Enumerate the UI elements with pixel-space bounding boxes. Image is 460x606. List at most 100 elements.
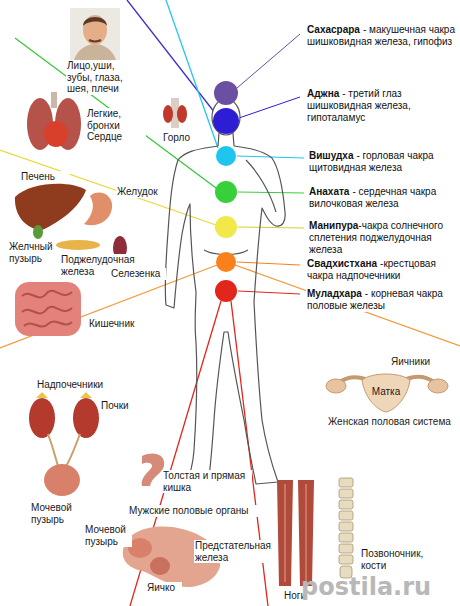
organ-label: Надпочечники — [36, 379, 116, 391]
chakra-circle-part — [216, 146, 236, 166]
organ-label: Кишечник — [88, 318, 148, 330]
intestines-part — [15, 282, 81, 336]
chakra-leader-lines-part — [238, 291, 300, 294]
stomach-part — [56, 240, 100, 250]
organ-label: Горло — [162, 132, 202, 144]
colon-part — [142, 454, 164, 486]
body-outline-part — [246, 160, 276, 212]
body-outline — [165, 99, 285, 487]
chakra-name: Манипура — [309, 220, 358, 231]
kidneys-part — [36, 392, 92, 398]
thyroid-part — [177, 105, 187, 123]
chakra-name: Вишудха — [309, 150, 354, 161]
organ-label: Женская половая система — [327, 416, 457, 428]
chakra-leader-lines-part — [237, 34, 300, 88]
face-photo-part — [70, 8, 120, 60]
body-outline-part — [218, 133, 234, 146]
organ-label: Толстая и прямая кишка — [162, 470, 252, 493]
chakra-name: Сахасрара — [307, 24, 360, 35]
face-photo-part — [89, 40, 101, 42]
chakra-caption: Муладхара- корневая чакра половые железы — [306, 288, 456, 312]
chakra-leader-lines-part — [237, 262, 300, 265]
kidneys-part — [29, 398, 55, 438]
chakra-circle-part — [216, 252, 236, 272]
organ-label: Позвоночник, кости — [360, 548, 436, 571]
chakra-circle — [213, 81, 239, 302]
stomach — [56, 192, 127, 260]
lungs-heart — [27, 92, 81, 150]
chakra-caption: Аджна- третий глаз шишковидная железа, г… — [306, 88, 456, 124]
organ-label: Легкие, бронхи Сердце — [86, 108, 146, 143]
chakra-leader-lines-part — [238, 227, 304, 228]
uterus — [326, 374, 448, 412]
chakra-caption: Анахата- сердечная чакра вилочковая желе… — [308, 186, 456, 210]
spine-part — [339, 522, 353, 531]
organ-label: Лицо,уши, зубы, глаза, шея, плечи — [66, 60, 130, 95]
chakra-leader-lines — [237, 34, 304, 294]
spine-part — [339, 489, 353, 498]
face-photo-part — [74, 44, 116, 60]
organ-label: Яичко — [146, 582, 182, 594]
chakra-circle-part — [214, 81, 238, 105]
chakra-name: Свадхистхана — [307, 258, 377, 269]
stomach-part — [84, 192, 112, 225]
organ-label: Матка — [362, 386, 410, 398]
legs-part — [285, 484, 306, 582]
face-photo-part — [83, 17, 107, 26]
chakra-circle-part — [215, 216, 237, 238]
chakra-leader-lines-part — [239, 97, 300, 118]
liver — [15, 184, 86, 239]
uterus-part — [362, 374, 410, 412]
uterus-part — [326, 379, 346, 393]
liver-part — [33, 225, 43, 239]
lungs-heart-part — [44, 121, 68, 147]
male-organs-part — [150, 557, 170, 575]
face-photo-part — [83, 15, 107, 45]
spine-part — [339, 555, 353, 564]
radiating-lines-part — [127, 0, 215, 113]
organ-label: Яичники — [390, 356, 450, 368]
lungs-heart-part — [51, 92, 57, 108]
chakra-circle-part — [215, 280, 237, 302]
kidneys — [29, 392, 99, 496]
watermark: postila.ru — [300, 574, 456, 600]
radiating-lines-part — [166, 0, 218, 148]
chakra-circle-part — [215, 181, 237, 203]
organ-label: Почки — [100, 400, 140, 412]
chakra-caption: Сахасрара- макушечная чакра шишковидная … — [306, 24, 456, 48]
organ-label: Предстательная железа — [194, 540, 274, 563]
intestines-part — [22, 291, 72, 327]
spine-part — [339, 511, 353, 520]
kidneys-part — [44, 464, 80, 496]
body-outline-part — [165, 146, 285, 487]
organ-label: Мочевой пузырь — [84, 524, 132, 547]
spine-part — [339, 500, 353, 509]
organ-label: Селезенка — [110, 268, 166, 280]
spine-part — [339, 544, 353, 553]
spine-part — [339, 533, 353, 542]
kidneys-part — [73, 398, 99, 438]
liver-part — [15, 184, 86, 230]
thyroid — [163, 98, 187, 128]
legs — [277, 480, 314, 586]
chakra-caption: Вишудха- горловая чакра щитовидная желез… — [308, 150, 456, 174]
kidneys-part — [48, 434, 80, 466]
chakra-name: Анахата — [309, 186, 349, 197]
chakra-name: Муладхара — [307, 288, 362, 299]
face-photo — [70, 8, 120, 60]
organ-label: Мужские половые органы — [128, 505, 258, 517]
colon — [142, 454, 164, 486]
chakra-caption: Свадхистхана-крестцовая чакра надпочечни… — [306, 258, 456, 282]
chakra-name: Аджна — [307, 88, 339, 99]
uterus-part — [428, 379, 448, 393]
organ-label: Желчный пузырь — [8, 241, 56, 264]
thyroid-part — [163, 105, 173, 123]
chakra-circle-part — [213, 108, 239, 134]
radiating-lines-part — [0, 265, 217, 348]
spine-part — [339, 478, 353, 487]
legs-part — [277, 480, 314, 586]
organ-label: Мочевой пузырь — [30, 502, 82, 525]
chakra-caption: Манипура-чакра солнечного сплетения подж… — [308, 220, 456, 256]
